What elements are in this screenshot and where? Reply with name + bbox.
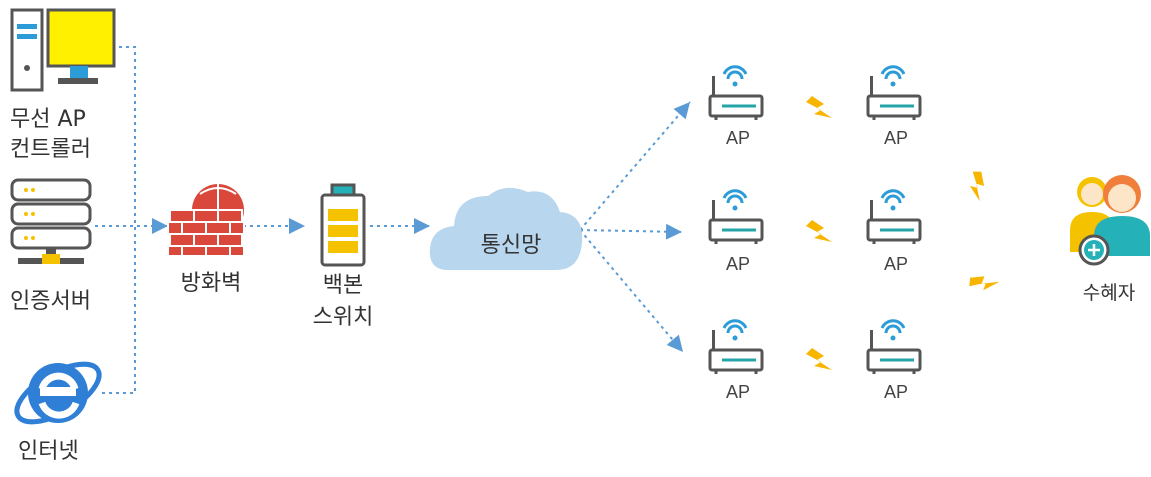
lightning-icon (806, 348, 832, 370)
ap-label: AP (883, 382, 908, 402)
firewall-icon (167, 184, 245, 257)
ap-label: AP (883, 254, 908, 274)
lightning-icon (806, 220, 832, 242)
ap-icon (866, 319, 922, 376)
controller-label-line1: 무선 AP (10, 107, 86, 132)
controller-label-line2: 컨트롤러 (10, 137, 91, 162)
switch-label-line2: 스위치 (312, 305, 374, 330)
ap-label: AP (725, 254, 750, 274)
left-connections (95, 46, 430, 394)
firewall-label: 방화벽 (180, 271, 242, 296)
ap-icon (708, 319, 764, 376)
lightning-icon (961, 167, 996, 202)
ap-icon (708, 189, 764, 246)
switch-label-line1: 백본 (322, 273, 364, 298)
cloud-icon (429, 187, 583, 270)
lightning-icon (965, 264, 1000, 299)
ap-label: AP (725, 382, 750, 402)
ap-icon (866, 189, 922, 246)
people-icon (1070, 175, 1150, 266)
ap-icon (708, 65, 764, 122)
beneficiary-label: 수혜자 (1082, 282, 1136, 304)
server-icon (10, 178, 92, 264)
network-label: 통신망 (480, 233, 542, 258)
auth-server-label: 인증서버 (10, 289, 91, 314)
lightning-icon (806, 96, 832, 118)
ap-label: AP (725, 128, 750, 148)
fanout-connections (579, 101, 691, 353)
controller-computer-icon (10, 8, 116, 92)
backbone-switch-icon (320, 183, 366, 267)
ap-icon (866, 65, 922, 122)
internet-label: 인터넷 (18, 439, 79, 464)
internet-explorer-icon (14, 361, 102, 425)
ap-label: AP (883, 128, 908, 148)
